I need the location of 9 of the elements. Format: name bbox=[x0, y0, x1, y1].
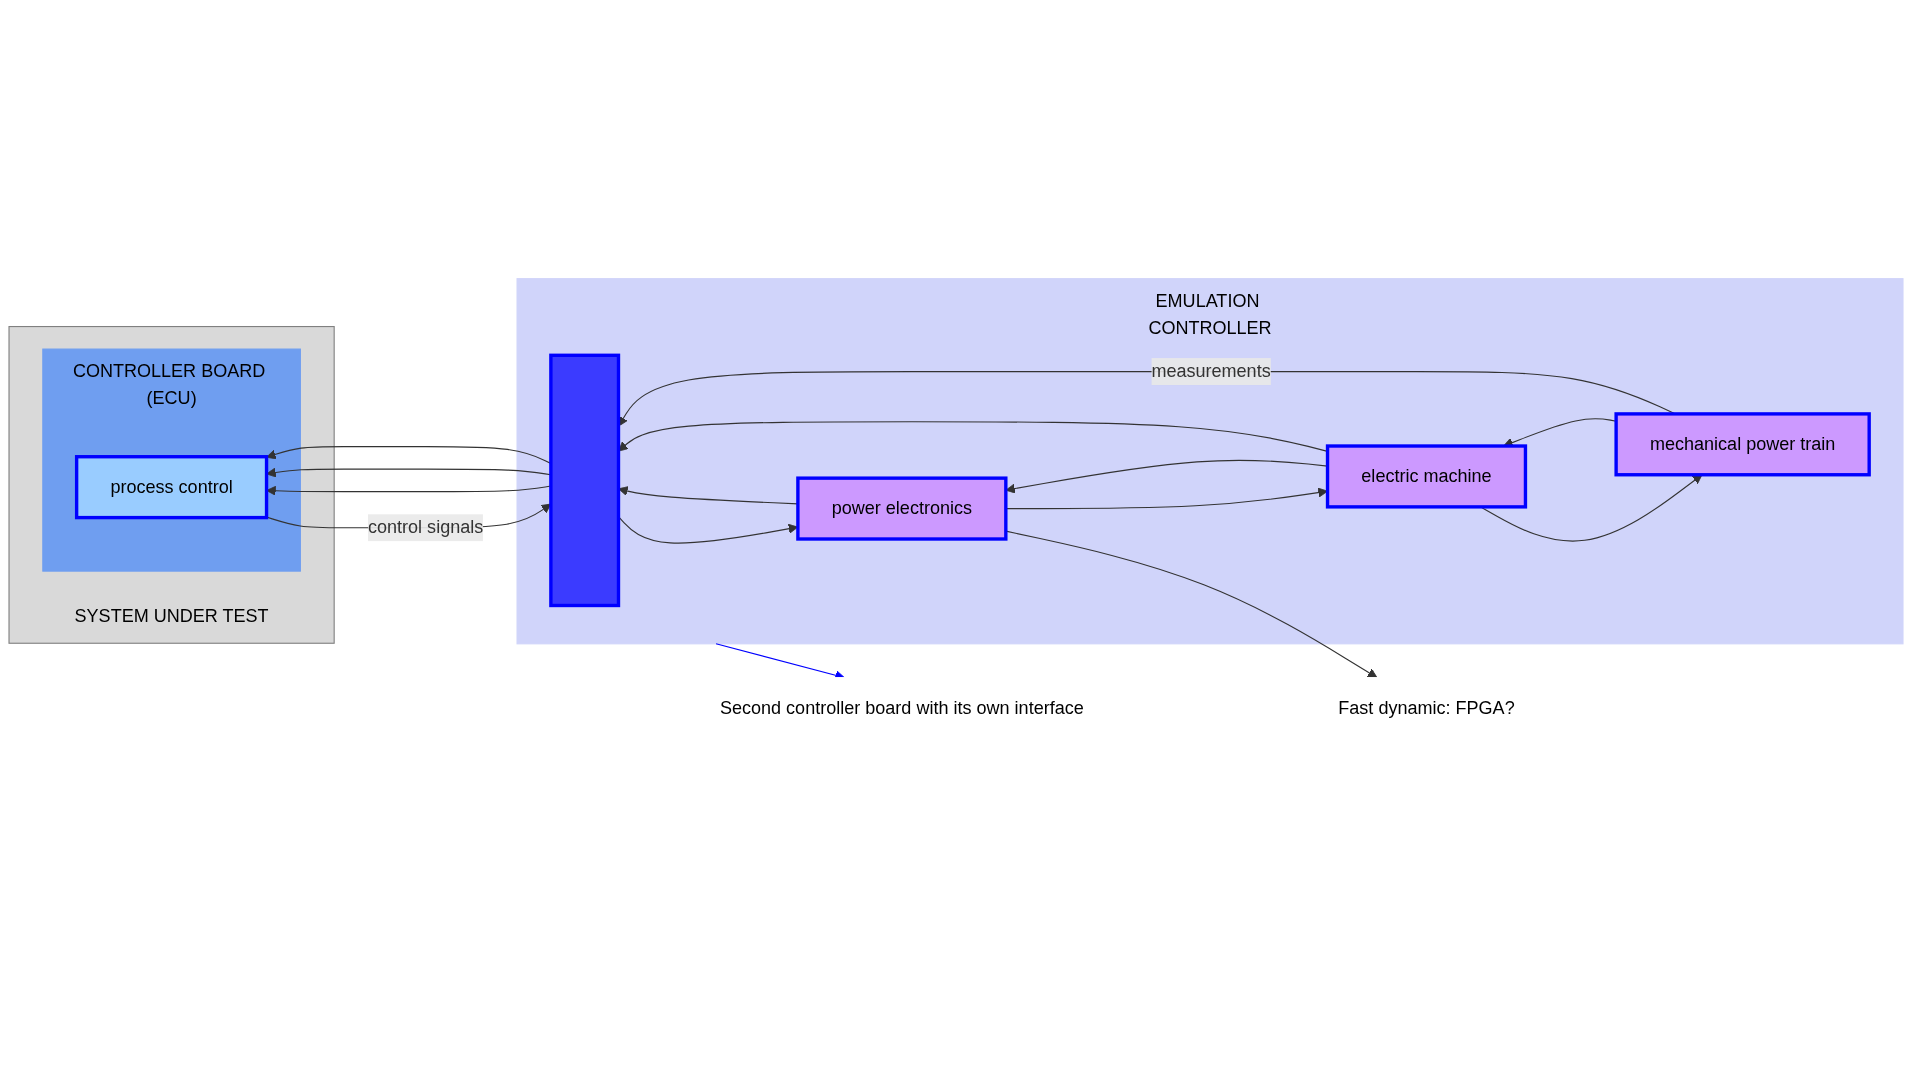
node-box: electric machine bbox=[1325, 444, 1528, 509]
node-box: mechanical power train bbox=[1614, 412, 1871, 477]
node-box: power electronics bbox=[796, 476, 1008, 541]
edge-label: control signals bbox=[367, 517, 484, 537]
node-box: process control bbox=[74, 455, 269, 520]
node-bar bbox=[549, 353, 621, 608]
edge-label: measurements bbox=[1151, 361, 1271, 381]
node-text: Second controller board with its own interface bbox=[719, 697, 1084, 718]
node-text: Fast dynamic: FPGA? bbox=[1338, 697, 1515, 718]
